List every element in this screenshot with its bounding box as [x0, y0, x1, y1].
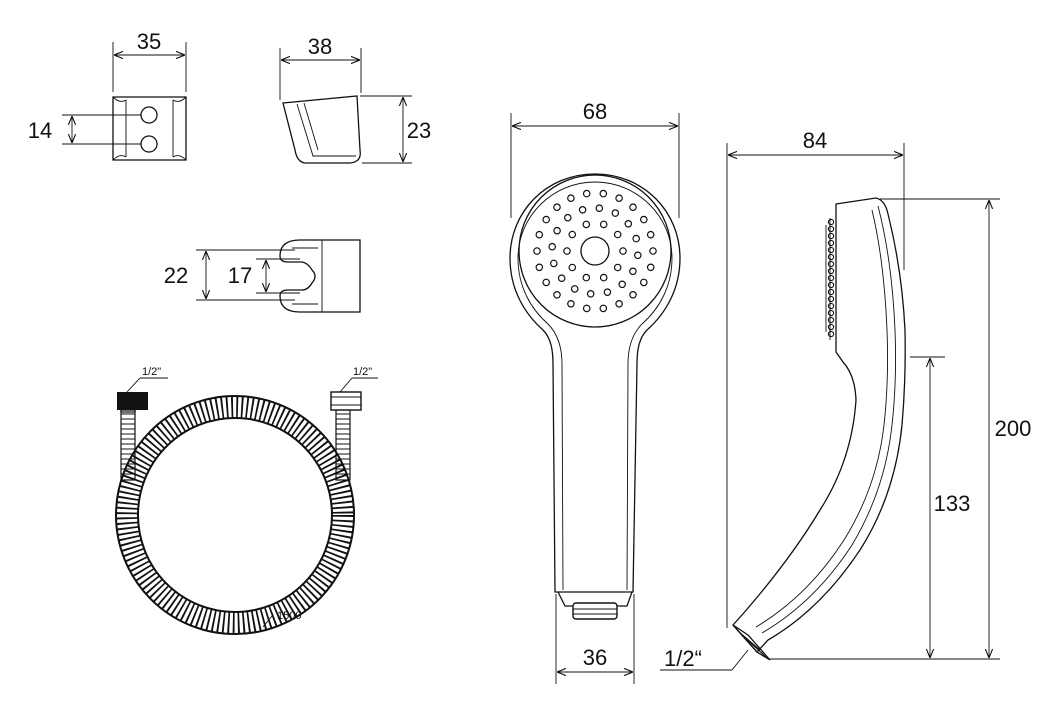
spray-center-hole — [580, 236, 610, 266]
side-nozzle — [827, 288, 835, 296]
spray-nozzles — [533, 189, 657, 313]
nozzle — [553, 203, 561, 212]
side-nozzle — [827, 295, 835, 303]
nozzle — [649, 247, 657, 255]
nozzle — [542, 215, 551, 224]
side-nozzles — [827, 218, 835, 338]
wall-holder-front-view: 35 14 — [28, 29, 187, 161]
nozzle — [629, 290, 637, 299]
hose-nut-black — [117, 392, 148, 410]
nozzle — [553, 290, 561, 299]
mounting-hole-upper — [140, 106, 158, 124]
nozzle — [629, 203, 637, 212]
nozzle — [542, 278, 551, 287]
nozzle — [582, 189, 591, 198]
nozzle — [570, 285, 579, 293]
nozzle — [615, 194, 623, 203]
nozzle — [611, 209, 620, 217]
dim-handle-end: 36 — [583, 645, 607, 670]
nozzle — [563, 213, 572, 222]
dim-side-width: 38 — [308, 34, 332, 59]
nozzle — [632, 234, 641, 243]
nozzle — [599, 189, 608, 198]
nozzle — [567, 299, 575, 308]
side-nozzle — [827, 302, 835, 310]
spray-face — [518, 174, 672, 328]
nozzle — [619, 247, 627, 255]
nozzle — [599, 220, 608, 229]
dim-clip-inner: 17 — [228, 263, 252, 288]
hose-thread-right: 1/2" — [353, 366, 372, 378]
side-nozzle — [827, 260, 835, 268]
side-nozzle — [827, 267, 835, 275]
side-nozzle — [827, 274, 835, 282]
nozzle — [603, 288, 612, 297]
nozzle — [582, 220, 591, 229]
nozzle — [557, 274, 566, 283]
hose-length: 1500 — [277, 610, 301, 622]
nozzle — [639, 278, 648, 287]
dim-clip-outer: 22 — [164, 263, 188, 288]
nozzle — [615, 299, 623, 308]
side-nozzle — [827, 330, 835, 338]
nozzle — [639, 215, 648, 224]
side-nozzle — [827, 316, 835, 324]
side-nozzle — [827, 281, 835, 289]
side-nozzle — [827, 246, 835, 254]
nozzle — [582, 273, 591, 282]
side-nozzle — [827, 225, 835, 233]
dim-hole-spacing: 14 — [28, 118, 52, 143]
nozzle — [568, 263, 577, 272]
nozzle — [646, 263, 655, 272]
nozzle — [599, 273, 608, 282]
dim-side-height: 23 — [407, 118, 431, 143]
side-nozzle — [827, 239, 835, 247]
side-nozzle — [827, 309, 835, 317]
nozzle — [563, 247, 571, 255]
nozzle — [613, 230, 622, 239]
hose-thread-left: 1/2" — [142, 366, 161, 378]
nozzle — [595, 204, 604, 213]
dim-overall-length: 200 — [995, 416, 1032, 441]
nozzle — [613, 263, 622, 272]
nozzle — [535, 230, 544, 239]
side-thread-label: 1/2“ — [664, 646, 702, 671]
dim-handle-length: 133 — [934, 491, 971, 516]
clip-top-view: 22 17 — [164, 239, 361, 313]
nozzle — [548, 242, 557, 251]
shower-head-front-view: 68 36 — [509, 99, 681, 684]
nozzle — [535, 263, 544, 272]
side-nozzle — [827, 218, 835, 226]
nozzle — [533, 247, 541, 255]
dim-holder-width: 35 — [137, 29, 161, 54]
side-nozzle — [827, 232, 835, 240]
shower-head-side-view: 84 200 133 1/2“ — [660, 128, 1031, 671]
side-nozzle — [827, 253, 835, 261]
dim-head-width: 68 — [583, 99, 607, 124]
dim-side-depth: 84 — [803, 128, 827, 153]
wall-holder-side-view: 38 23 — [279, 34, 431, 164]
mounting-hole-lower — [140, 135, 158, 153]
nozzle — [578, 206, 587, 214]
shower-hose: 1/2" 1/2" 1500 — [115, 366, 378, 635]
hose-coil — [116, 396, 354, 634]
nozzle — [568, 230, 577, 239]
nozzle — [586, 289, 595, 298]
hose-nut-white — [330, 391, 362, 411]
nozzle — [599, 304, 608, 313]
side-nozzle — [827, 323, 835, 331]
nozzle — [549, 259, 558, 268]
nozzle — [624, 220, 633, 228]
nozzle — [646, 230, 655, 239]
nozzle — [567, 194, 575, 203]
nozzle — [633, 251, 642, 260]
nozzle — [618, 280, 627, 289]
nozzle — [629, 267, 637, 276]
nozzle — [553, 226, 561, 235]
nozzle — [582, 304, 591, 313]
